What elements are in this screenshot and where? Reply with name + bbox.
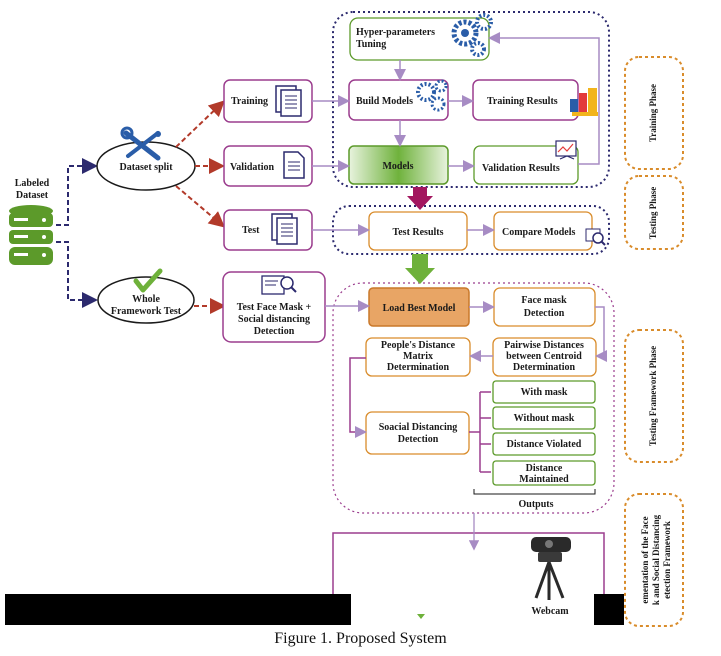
svg-text:Determination: Determination — [513, 362, 576, 373]
svg-text:Training Results: Training Results — [487, 96, 558, 107]
dataset-split-label: Dataset split — [119, 162, 173, 173]
svg-text:Pairwise Distances: Pairwise Distances — [504, 340, 584, 351]
bar-chart-icon — [570, 88, 598, 116]
dataset-to-split-connector — [56, 158, 98, 226]
svg-text:With mask: With mask — [521, 387, 568, 398]
training-node: Training — [223, 79, 313, 123]
models-to-test-arrow — [407, 187, 433, 210]
peoples-distance-node: People's Distance Matrix Determination — [365, 337, 471, 377]
split-to-test-connector — [175, 185, 226, 228]
test-to-framework-arrow — [405, 254, 435, 284]
whole-framework-test-node — [97, 276, 195, 324]
models-node: Models — [348, 145, 449, 185]
svg-text:between Centroid: between Centroid — [506, 351, 582, 362]
svg-text:Detection: Detection — [398, 434, 439, 445]
validation-node: Validation — [223, 145, 313, 187]
svg-text:ementation of the Face: ementation of the Face — [640, 516, 650, 603]
svg-text:People's Distance: People's Distance — [381, 340, 456, 351]
training-phase-group — [332, 11, 610, 188]
split-to-training-connector — [175, 100, 225, 148]
svg-text:Test: Test — [242, 225, 260, 236]
svg-text:etection Framework: etection Framework — [662, 521, 672, 599]
svg-text:Matrix: Matrix — [403, 351, 433, 362]
gears-icon — [416, 79, 448, 112]
whole-label-line1: Whole — [132, 294, 160, 305]
test-results-node: Test Results — [368, 211, 468, 251]
dataset-label-line1: Labeled — [15, 178, 50, 189]
svg-text:Social distancing: Social distancing — [238, 314, 310, 325]
phase-label-testing: Testing Phase — [624, 175, 684, 250]
gears-icon — [451, 13, 493, 57]
svg-text:Face mask: Face mask — [521, 295, 567, 306]
social-to-outputs-connectors — [469, 391, 491, 473]
svg-text:Models: Models — [382, 161, 413, 172]
svg-text:Build Models: Build Models — [356, 96, 413, 107]
test-face-mask-sd-node: Test Face Mask + Social distancing Detec… — [222, 271, 326, 343]
svg-text:Training: Training — [231, 96, 268, 107]
monitor-chart-icon — [555, 140, 577, 160]
checkmark-icon — [133, 268, 163, 293]
hyper-parameters-node: Hyper-parameters Tuning — [349, 13, 493, 61]
svg-text:Test Results: Test Results — [392, 227, 443, 238]
dataset-to-whole-connector — [56, 241, 98, 308]
training-results-node: Training Results — [472, 79, 598, 121]
svg-text:Detection: Detection — [524, 308, 565, 319]
webcam-down-marker — [417, 614, 425, 619]
output-distance-maintained: Distance Maintained — [492, 460, 596, 486]
output-without-mask: Without mask — [492, 406, 596, 430]
implementation-frame — [332, 532, 605, 622]
svg-text:Tuning: Tuning — [356, 39, 386, 50]
svg-text:Validation: Validation — [230, 162, 275, 173]
test-node: Test — [223, 209, 313, 251]
social-distancing-node: Soacial Distancing Detection — [365, 411, 470, 455]
webcam-icon — [531, 537, 571, 600]
compare-models-node: Compare Models — [493, 211, 606, 251]
svg-text:k and Social Distancing: k and Social Distancing — [651, 514, 661, 605]
phase-label-training: Training Phase — [624, 56, 684, 170]
figure-caption: Figure 1. Proposed System — [274, 630, 447, 647]
svg-text:Testing Phase: Testing Phase — [648, 187, 658, 239]
facemask-to-pairwise-connector — [595, 306, 607, 362]
output-with-mask: With mask — [492, 380, 596, 404]
peoples-to-social-connector — [349, 357, 367, 438]
phase-label-implementation: ementation of the Face k and Social Dist… — [624, 493, 684, 627]
svg-text:Training Phase: Training Phase — [648, 84, 658, 142]
chart-magnifier-icon — [585, 228, 606, 246]
load-best-model-node: Load Best Model — [368, 287, 470, 327]
pairwise-distances-node: Pairwise Distances between Centroid Dete… — [492, 337, 597, 377]
svg-text:Compare Models: Compare Models — [502, 227, 576, 238]
svg-text:Determination: Determination — [387, 362, 450, 373]
build-models-node: Build Models — [348, 79, 449, 121]
database-icon — [9, 205, 53, 265]
phase-label-testing-framework: Testing Framework Phase — [624, 329, 684, 463]
whole-label-line2: Framework Test — [111, 306, 182, 317]
svg-text:Validation Results: Validation Results — [482, 163, 560, 174]
svg-text:Hyper-parameters: Hyper-parameters — [356, 27, 435, 38]
svg-text:Test Face Mask +: Test Face Mask + — [237, 302, 312, 313]
svg-text:Soacial Distancing: Soacial Distancing — [379, 422, 458, 433]
webcam-label: Webcam — [531, 606, 569, 617]
magnifier-document-icon — [261, 275, 297, 295]
svg-text:Detection: Detection — [254, 326, 295, 337]
tools-icon — [120, 126, 161, 161]
dataset-label-line2: Dataset — [16, 190, 49, 201]
feedback-to-hyper-connector — [488, 32, 600, 165]
document-icon — [283, 151, 305, 179]
validation-results-node: Validation Results — [473, 140, 579, 185]
svg-text:Testing Framework Phase: Testing Framework Phase — [648, 346, 658, 446]
svg-text:Distance Violated: Distance Violated — [507, 439, 582, 450]
outputs-label: Outputs — [518, 499, 553, 510]
occlusion-band — [5, 594, 351, 625]
face-mask-detection-node: Face mask Detection — [493, 287, 596, 327]
svg-text:Load Best Model: Load Best Model — [383, 303, 456, 314]
svg-text:Distance: Distance — [526, 463, 563, 474]
occlusion-band-right — [594, 594, 624, 625]
output-distance-violated: Distance Violated — [492, 432, 596, 456]
svg-text:Without mask: Without mask — [514, 413, 575, 424]
outputs-brace — [473, 489, 596, 495]
documents-icon — [275, 85, 302, 117]
svg-text:Maintained: Maintained — [519, 474, 569, 485]
documents-icon — [271, 213, 298, 245]
